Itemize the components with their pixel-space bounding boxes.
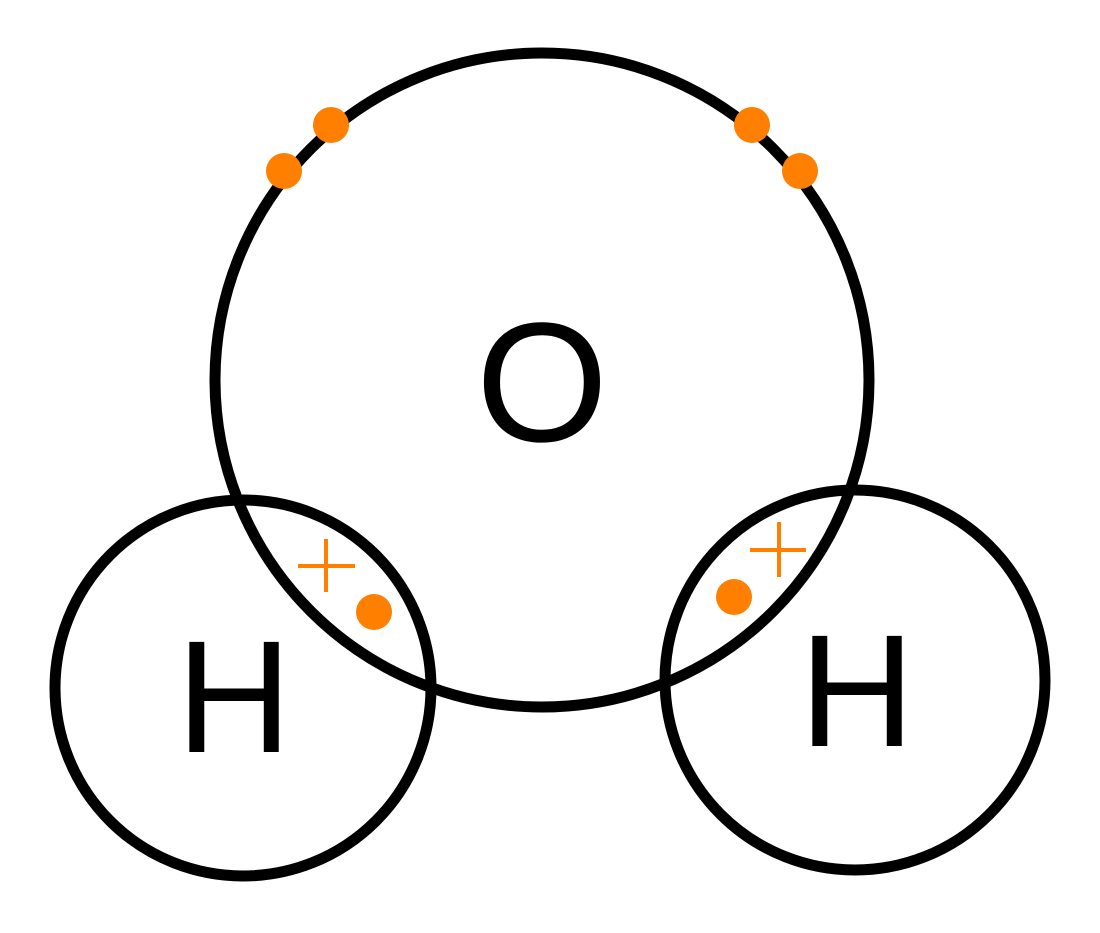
shared-electron-icon <box>716 579 752 615</box>
oxygen-atom-shell <box>209 47 875 713</box>
lone-pair-electron-icon <box>734 107 770 143</box>
hydrogen-right-symbol: H <box>799 601 915 780</box>
oxygen-symbol: O <box>476 288 608 478</box>
lone-pair-electron-icon <box>313 107 349 143</box>
hydrogen-right-atom-shell <box>659 484 1051 876</box>
lone-pair-electron-icon <box>782 153 818 189</box>
cross-icon <box>298 539 355 592</box>
hydrogen-left-atom-shell <box>49 494 437 882</box>
shared-electron-icon <box>356 594 392 630</box>
lone-pair-electron-icon <box>266 153 302 189</box>
cross-icon <box>750 522 806 577</box>
hydrogen-left-symbol: H <box>176 607 292 786</box>
